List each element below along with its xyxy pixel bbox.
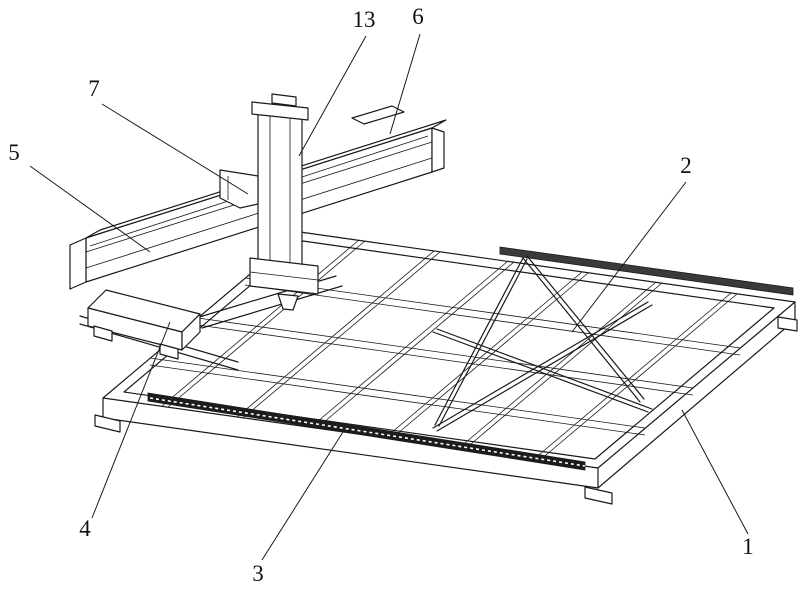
callout-label-1: 1	[742, 534, 754, 559]
frame-foot-front	[584, 486, 613, 505]
frame-grid	[149, 239, 741, 461]
callout-label-13: 13	[353, 7, 376, 32]
leader-line-6	[389, 33, 421, 135]
frame-foot-left	[94, 414, 121, 433]
carriage-base	[87, 289, 201, 360]
guide-rail	[147, 392, 586, 471]
beam-left-end-cap	[69, 237, 87, 290]
leader-lines	[29, 33, 749, 561]
spindle-head	[249, 257, 319, 311]
spindle-tip	[277, 293, 299, 311]
z-column-body	[257, 111, 303, 277]
back-edge-strip	[499, 246, 794, 296]
callout-label-4: 4	[79, 516, 91, 541]
callout-label-5: 5	[8, 140, 20, 165]
leader-line-1	[681, 409, 749, 535]
leader-line-3	[261, 423, 349, 561]
z-column	[251, 93, 309, 277]
beam-right-end-cap	[431, 127, 445, 173]
frame-foot-right	[777, 316, 798, 332]
callout-label-3: 3	[252, 561, 264, 586]
leader-line-5	[29, 165, 151, 253]
gantry-machine	[69, 93, 447, 371]
frame-braces	[432, 255, 653, 432]
beam-motor-block	[351, 105, 405, 125]
z-column-top-block	[271, 93, 297, 107]
callout-label-2: 2	[680, 153, 692, 178]
guide-rail-strip	[147, 392, 586, 471]
callout-labels: 5 7 13 6 2 4 3 1	[8, 4, 754, 586]
frame-table	[94, 231, 798, 505]
callout-label-6: 6	[412, 4, 424, 29]
leader-line-4	[91, 321, 171, 519]
leader-line-7	[101, 103, 249, 195]
z-column-top-cap	[251, 101, 309, 121]
callout-label-7: 7	[88, 76, 100, 101]
leader-line-13	[298, 35, 367, 157]
leader-line-2	[571, 181, 687, 333]
